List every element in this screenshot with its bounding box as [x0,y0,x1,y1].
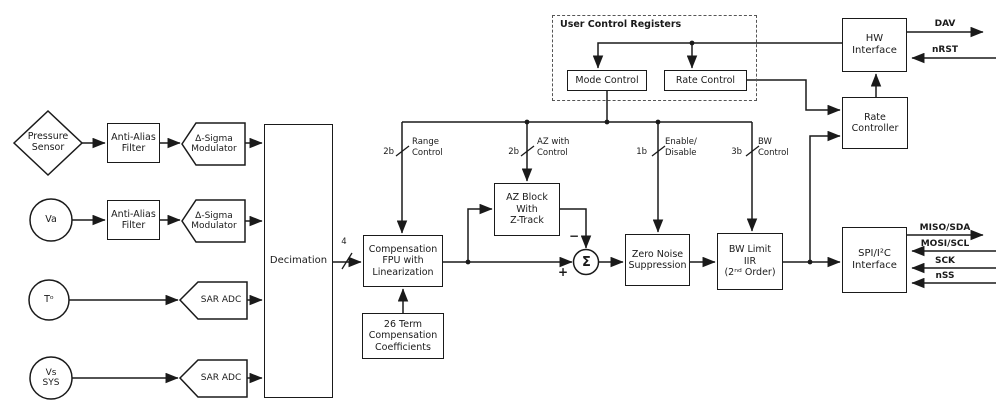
junction-dot [524,119,530,125]
saradc1-pentagon [178,281,248,320]
pressure-sensor-diamond [12,109,84,177]
junction-dot [655,119,661,125]
block-hw-interface: HW Interface [842,18,907,72]
pin-nss-label: nSS [935,271,955,281]
block-bw-limit-iir: BW Limit IIR (2ⁿᵈ Order) [717,233,783,290]
input-label: Va [45,213,57,225]
block-label: AZ Block With Z-Track [506,192,548,227]
block-delta-sigma-modulator-2: Δ-Sigma Modulator [183,201,245,241]
slash-width-4 [341,252,353,270]
input-shapes [12,109,600,400]
block-label: Zero Noise Suppression [628,248,687,271]
input-label: Tᵒ [44,293,54,305]
az-control-bits: 2b [508,147,519,157]
signal-wires [69,26,996,384]
sum-minus-sign: − [568,228,580,243]
wire-branch-to-azblock [467,203,493,262]
junction-dots [465,40,813,265]
slash-enable [651,145,666,157]
temp-input-circle [28,279,70,321]
input-temperature: Tᵒ [29,290,69,310]
block-mode-control: Mode Control [567,70,647,91]
block-label: Compensation FPU with Linearization [368,243,438,278]
block-label: Δ-Sigma Modulator [191,210,237,231]
wire-hw-to-modecontrol [592,42,842,69]
enable-disable-label: Enable/ Disable [665,137,697,158]
bw-control-bits: 3b [731,147,742,157]
block-label: Anti-Alias Filter [111,208,156,231]
pin-nrst-label: nRST [932,45,958,55]
block-rate-controller: Rate Controller [842,97,908,149]
group-title: User Control Registers [560,19,682,30]
junction-dot [465,259,471,265]
dsmod2-pentagon [181,199,246,243]
block-anti-alias-filter-2: Anti-Alias Filter [107,200,160,240]
block-rate-control: Rate Control [664,70,747,91]
pin-miso-sda-label: MISO/SDA [919,223,971,233]
block-label: SPI/I²C Interface [852,248,897,271]
block-label: Decimation [269,255,328,266]
slash-range [395,145,410,157]
block-label: SAR ADC [200,294,242,305]
block-compensation-fpu: Compensation FPU with Linearization [363,235,443,287]
block-delta-sigma-modulator-1: Δ-Sigma Modulator [183,124,245,164]
pin-mosi-scl-label: MOSI/SCL [920,239,970,249]
summing-junction-sigma: Σ [582,254,591,270]
pin-sck-label: SCK [934,256,956,266]
input-pressure-sensor: Pressure Sensor [16,121,80,165]
slash-az [520,145,535,157]
block-label: BW Limit IIR (2ⁿᵈ Order) [724,244,776,279]
block-label: 26 Term Compensation Coefficients [368,318,438,353]
block-label: Δ-Sigma Modulator [191,133,237,154]
bus-width-slashes [341,145,760,270]
block-sar-adc-1: SAR ADC [194,283,248,317]
block-label: HW Interface [852,33,897,56]
range-control-label: Range Control [412,137,443,158]
slash-bw [745,145,760,157]
summing-junction-circle [572,248,600,276]
block-compensation-coefficients: 26 Term Compensation Coefficients [362,313,444,359]
block-spi-i2c-interface: SPI/I²C Interface [842,227,907,293]
wire-ratecontrol-to-ratecontroller [747,79,841,116]
block-decimation: Decimation [264,124,333,398]
block-zero-noise-suppression: Zero Noise Suppression [625,234,690,286]
saradc2-pentagon [178,359,248,398]
sum-plus-sign: + [557,265,569,279]
block-sar-adc-2: SAR ADC [194,361,248,395]
va-input-circle [29,198,73,242]
input-va: Va [30,210,72,230]
block-az-block: AZ Block With Z-Track [494,183,560,236]
input-label: Pressure Sensor [27,131,69,153]
wire-branch-to-ratecontroller [809,130,841,262]
input-vs-sys: Vs SYS [30,364,72,392]
az-control-label: AZ with Control [537,137,570,158]
enable-disable-bits: 1b [636,147,647,157]
block-label: Anti-Alias Filter [111,131,156,154]
vs-input-circle [29,356,73,400]
junction-dot [604,119,610,125]
block-label: Rate Control [675,74,736,86]
user-control-registers-group: User Control Registers [552,15,757,101]
pin-dav-label: DAV [934,19,956,29]
block-label: Rate Controller [851,111,899,134]
bus-width-4-label: 4 [341,237,347,247]
junction-dot [689,40,695,46]
block-label: SAR ADC [200,372,242,383]
input-label: Vs SYS [42,367,60,388]
wire-azblock-to-sum [560,208,592,249]
bw-control-label: BW Control [758,137,789,158]
range-control-bits: 2b [383,147,394,157]
block-anti-alias-filter-1: Anti-Alias Filter [107,123,160,163]
dsmod1-pentagon [181,122,246,166]
block-label: Mode Control [575,74,639,86]
junction-dot [807,259,813,265]
